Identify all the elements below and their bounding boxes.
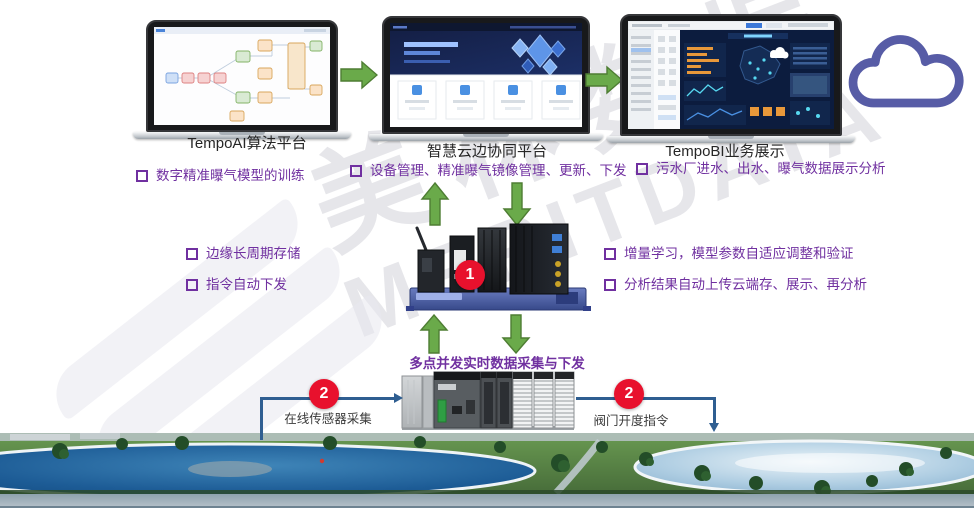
step-badge-1: 1 [455, 260, 485, 290]
bullet-text: 数字精准曝气模型的训练 [156, 168, 305, 183]
bullet-tempobi: 污水厂进水、出水、曝气数据展示分析 [636, 161, 886, 178]
bullet-text: 分析结果自动上传云端存、展示、再分析 [624, 277, 867, 292]
arrow-down-icon [501, 314, 531, 354]
cloud-edge-display [390, 23, 582, 127]
tempoai-display [154, 27, 330, 125]
center-caption: 多点并发实时数据采集与下发 [409, 356, 585, 371]
laptop-tempobi [607, 14, 855, 143]
arrow-right-icon [585, 65, 623, 95]
bullet-square-icon [350, 165, 362, 177]
step-badge-2-sensor: 2 [309, 379, 339, 409]
bullet-square-icon [636, 163, 648, 175]
laptop-base [369, 134, 603, 141]
sensor-line-vertical [260, 398, 263, 440]
bullet-edge-dispatch: 指令自动下发 [186, 277, 287, 294]
bullet-square-icon [604, 248, 616, 260]
tempobi-display [628, 21, 834, 129]
valve-flow-label: 阀门开度指令 [593, 414, 669, 428]
bullet-upload-cloud: 分析结果自动上传云端存、展示、再分析 [604, 277, 867, 294]
bullet-edge-storage: 边缘长周期存储 [186, 246, 301, 263]
edge-gateway-devices [406, 223, 591, 311]
laptop-screen [620, 14, 842, 136]
plc-device [401, 371, 575, 430]
laptop-base [133, 132, 351, 139]
bullet-text: 边缘长周期存储 [206, 246, 301, 261]
laptop-base [607, 136, 855, 143]
wastewater-plant-photo [0, 433, 974, 508]
arrowhead-right-icon [394, 393, 403, 403]
arrowhead-down-icon [709, 423, 719, 432]
bullet-text: 增量学习，模型参数自适应调整和验证 [624, 246, 854, 261]
bullet-square-icon [136, 170, 148, 182]
bullet-text: 污水厂进水、出水、曝气数据展示分析 [656, 161, 886, 176]
plant-photo-graphic [0, 433, 974, 508]
bullet-incremental-learning: 增量学习，模型参数自适应调整和验证 [604, 246, 854, 263]
model-flow-canvas-graphic [154, 27, 330, 125]
platform-label-tempoai: TempoAI算法平台 [187, 135, 307, 152]
bullet-square-icon [186, 248, 198, 260]
valve-line-vertical [713, 397, 716, 424]
arrow-right-icon [340, 60, 378, 90]
laptop-screen [382, 16, 590, 134]
cloud-icon [848, 35, 964, 108]
bi-dashboard-graphic [628, 21, 834, 129]
bullet-text: 指令自动下发 [206, 277, 287, 292]
arrow-down-icon [502, 182, 532, 226]
bullet-cloud-edge: 设备管理、精准曝气镜像管理、更新、下发 [350, 163, 627, 180]
bullet-square-icon [186, 279, 198, 291]
laptop-screen [146, 20, 338, 132]
bullet-square-icon [604, 279, 616, 291]
platform-label-cloud-edge: 智慧云边协同平台 [426, 143, 547, 160]
arrow-up-icon [419, 314, 449, 354]
valve-line-horizontal [576, 397, 715, 400]
sensor-flow-label: 在线传感器采集 [284, 412, 372, 426]
bullet-tempoai: 数字精准曝气模型的训练 [136, 168, 305, 185]
bullet-text: 设备管理、精准曝气镜像管理、更新、下发 [370, 163, 627, 178]
laptop-cloud-edge [369, 16, 603, 141]
portal-graphic [390, 23, 582, 127]
arrow-up-icon [420, 182, 450, 226]
step-badge-2-valve: 2 [614, 379, 644, 409]
laptop-tempoai [133, 20, 351, 139]
platform-label-tempobi: TempoBI业务展示 [665, 143, 785, 160]
